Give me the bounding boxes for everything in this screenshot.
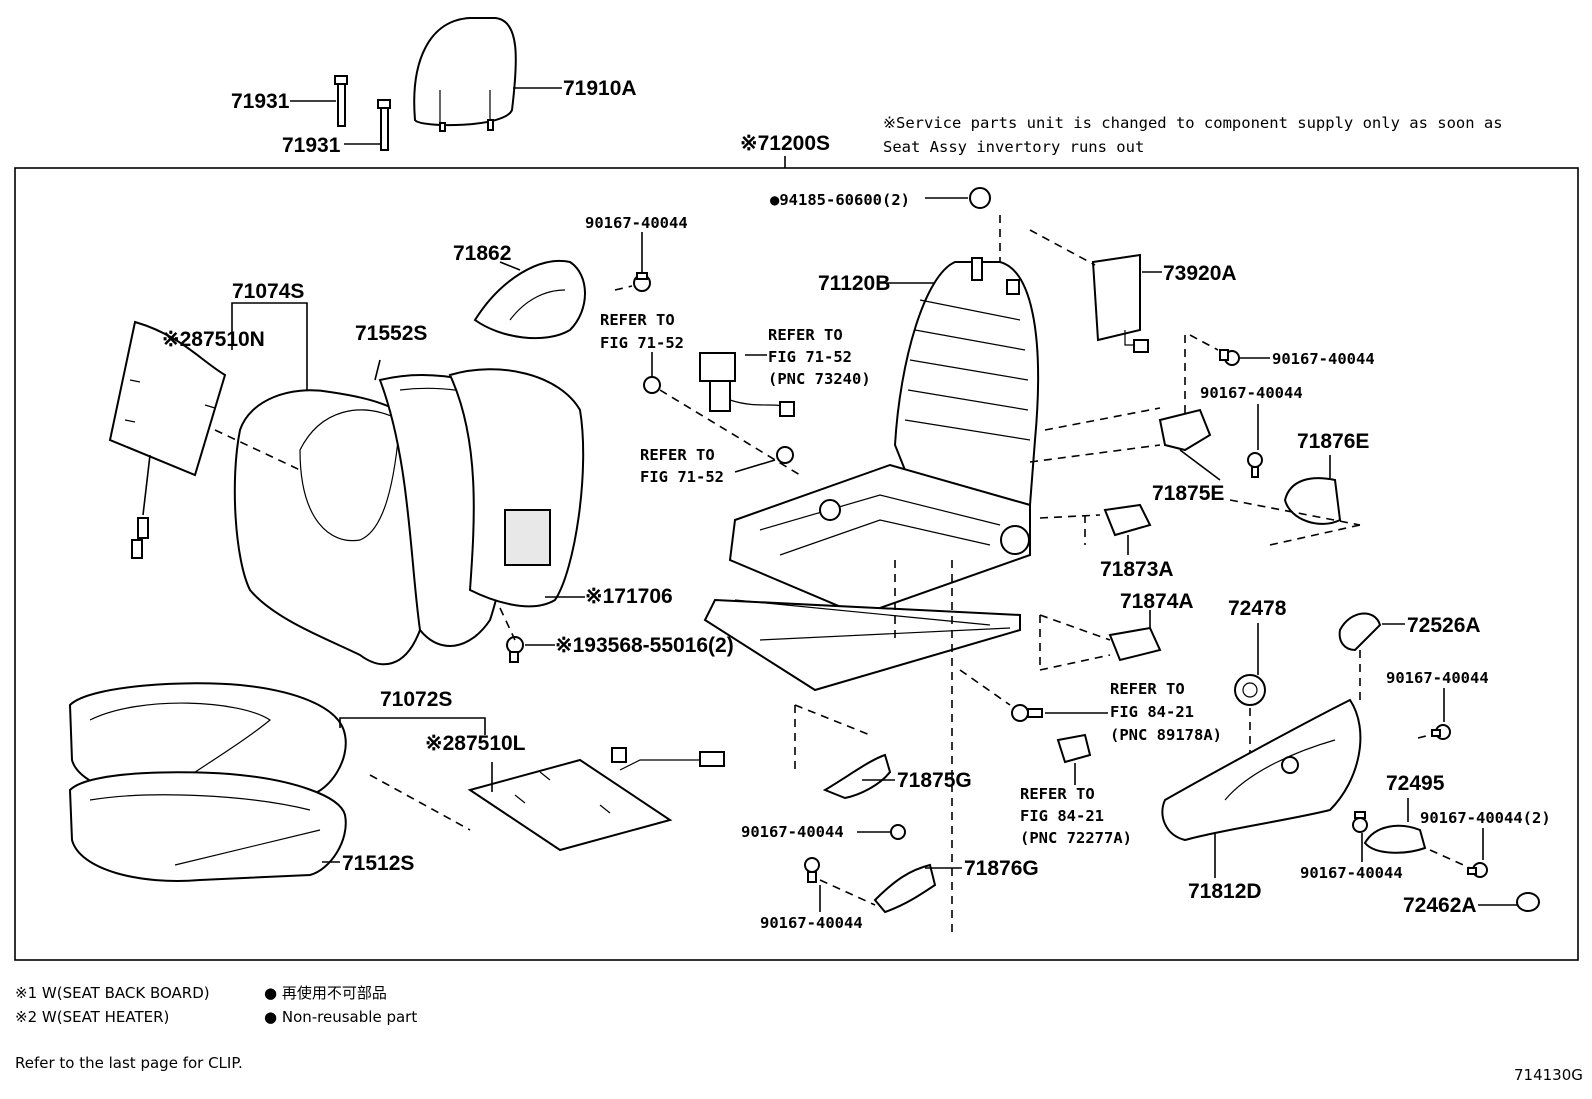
side-cover-71812D[interactable] [1161, 698, 1362, 842]
label-71074S: 71074S [232, 280, 304, 303]
footnote-seat-heater: ※2 W(SEAT HEATER) [15, 1008, 169, 1026]
refer-71-52-b-line2: FIG 71-52 [640, 468, 724, 486]
label-72462A: 72462A [1403, 894, 1477, 917]
label-71931-a: 71931 [231, 90, 290, 113]
footnote-seat-back-board: ※1 W(SEAT BACK BOARD) [15, 984, 210, 1002]
screw-90167-d[interactable] [1431, 724, 1451, 740]
connector-72277A[interactable] [1056, 733, 1092, 764]
label-71910A: 71910A [563, 77, 637, 100]
lever-72526A[interactable] [1338, 612, 1382, 652]
label-93568: ※193568-55016(2) [555, 634, 734, 657]
label-71072S: 71072S [380, 688, 452, 711]
headrest[interactable] [413, 17, 517, 132]
screw-90167-c[interactable] [1247, 452, 1263, 478]
refer-71-52-b-line1: REFER TO [640, 446, 715, 464]
screw-90167-g[interactable] [804, 857, 820, 883]
label-87510N: ※287510N [162, 328, 265, 351]
diagram-frame [14, 167, 1579, 961]
bracket-71873A[interactable] [1103, 503, 1152, 537]
refer-72277A-line3: (PNC 72277A) [1020, 829, 1132, 847]
seat-belt-buckle[interactable] [699, 352, 795, 417]
lever-72495[interactable] [1363, 824, 1427, 854]
service-note-line-1: ※Service parts unit is changed to compon… [883, 114, 1503, 132]
knob-72478[interactable] [1234, 674, 1266, 706]
label-71200S: ※71200S [740, 132, 830, 155]
seat-frame[interactable] [703, 257, 1040, 692]
label-71876G: 71876G [964, 857, 1039, 880]
side-airbag-73920A[interactable] [1091, 253, 1149, 353]
cover-71876G[interactable] [873, 863, 937, 914]
headrest-support-b[interactable] [377, 99, 391, 151]
label-71875E: 71875E [1152, 482, 1224, 505]
refer-73240-line1: REFER TO [768, 326, 843, 344]
nut-94185[interactable] [969, 187, 991, 209]
label-71706: ※171706 [585, 585, 673, 608]
label-71873A: 71873A [1100, 558, 1174, 581]
refer-89178A-line3: (PNC 89178A) [1110, 726, 1222, 744]
label-72478: 72478 [1228, 597, 1287, 620]
bolt-71-52-a[interactable] [643, 376, 661, 394]
label-72526A: 72526A [1407, 614, 1481, 637]
label-90167-a: 90167-40044 [585, 214, 688, 232]
label-90167-e: 90167-40044 [741, 823, 844, 841]
seat-cushion-heater[interactable] [467, 747, 725, 852]
refer-73240-line2: FIG 71-52 [768, 348, 852, 366]
bracket-71874A[interactable] [1108, 626, 1162, 662]
screw-90167-h[interactable] [1352, 811, 1368, 833]
label-71876E: 71876E [1297, 430, 1369, 453]
label-71862: 71862 [453, 242, 511, 265]
screw-90167-e[interactable] [890, 824, 906, 840]
cap-72462A[interactable] [1516, 892, 1540, 912]
bolt-71-52-b[interactable] [776, 446, 794, 464]
refer-89178A-line2: FIG 84-21 [1110, 703, 1194, 721]
refer-72277A-line2: FIG 84-21 [1020, 807, 1104, 825]
label-73920A: 73920A [1163, 262, 1237, 285]
seat-back-heater[interactable] [108, 320, 227, 559]
legend-non-reusable-en: ● Non-reusable part [264, 1008, 417, 1026]
figure-id: 714130G [1514, 1066, 1583, 1084]
label-71874A: 71874A [1120, 590, 1194, 613]
seat-back-board[interactable] [448, 368, 585, 608]
label-90167-f: 90167-40044(2) [1420, 809, 1551, 827]
refer-73240-line3: (PNC 73240) [768, 370, 871, 388]
label-94185: ●94185-60600(2) [770, 191, 910, 209]
clip-93568[interactable] [506, 636, 524, 663]
screw-90167-b[interactable] [1219, 349, 1240, 366]
label-71120B: 71120B [818, 272, 890, 295]
bolt-89178A[interactable] [1011, 704, 1043, 722]
label-71552S: 71552S [355, 322, 427, 345]
refer-89178A-line1: REFER TO [1110, 680, 1185, 698]
screw-90167-a[interactable] [633, 272, 651, 292]
headrest-support-a[interactable] [334, 75, 348, 127]
label-90167-g: 90167-40044 [760, 914, 863, 932]
clip-reference-note: Refer to the last page for CLIP. [15, 1054, 243, 1072]
shield-71862[interactable] [473, 259, 586, 340]
label-71931-b: 71931 [282, 134, 341, 157]
refer-71-52-a-line1: REFER TO [600, 311, 675, 329]
label-87510L: ※287510L [425, 732, 526, 755]
refer-72277A-line1: REFER TO [1020, 785, 1095, 803]
label-71875G: 71875G [897, 769, 972, 792]
legend-non-reusable-jp: ● 再使用不可部品 [264, 984, 387, 1002]
label-90167-b: 90167-40044 [1272, 350, 1375, 368]
screw-90167-f[interactable] [1467, 862, 1488, 878]
bracket-71875E[interactable] [1158, 408, 1212, 452]
label-72495: 72495 [1386, 772, 1445, 795]
label-90167-h: 90167-40044 [1300, 864, 1403, 882]
seat-cushion-pad[interactable] [68, 771, 347, 882]
service-note-line-2: Seat Assy invertory runs out [883, 138, 1144, 156]
label-90167-c: 90167-40044 [1200, 384, 1303, 402]
label-90167-d: 90167-40044 [1386, 669, 1489, 687]
label-71812D: 71812D [1188, 880, 1262, 903]
cover-71876E[interactable] [1283, 477, 1342, 525]
label-71512S: 71512S [342, 852, 414, 875]
bracket-71875G[interactable] [822, 753, 892, 800]
refer-71-52-a-line2: FIG 71-52 [600, 334, 684, 352]
